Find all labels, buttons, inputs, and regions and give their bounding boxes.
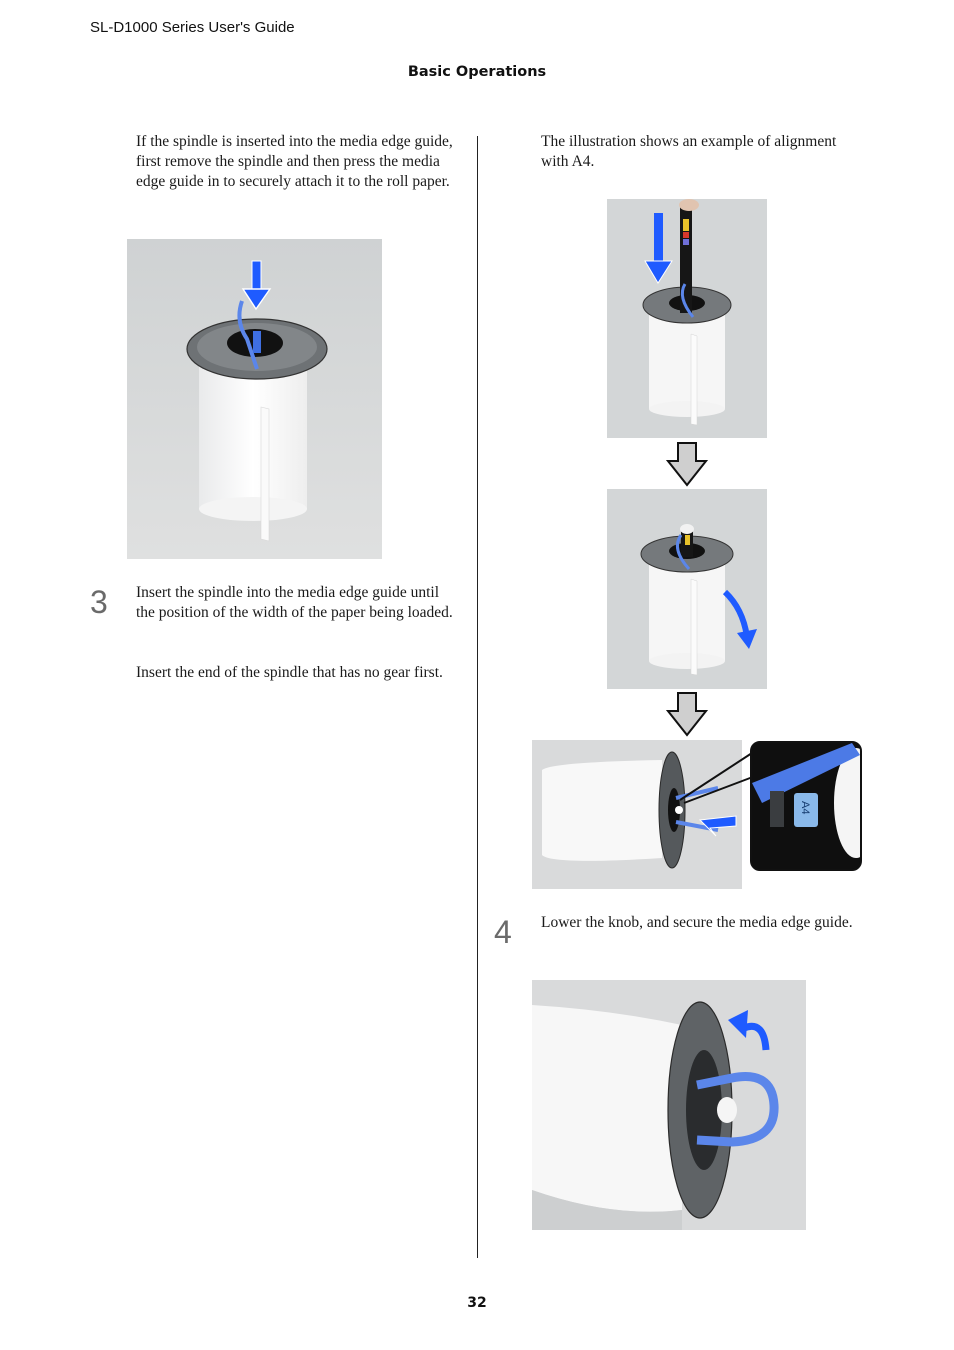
step-3-number: 3: [90, 584, 108, 620]
step-4-number: 4: [494, 914, 512, 950]
intro-paragraph-left: If the spindle is inserted into the medi…: [136, 133, 453, 190]
a4-label: A4: [799, 801, 811, 814]
a4-callout-leader: [672, 745, 762, 805]
guide-title: SL-D1000 Series User's Guide: [90, 19, 295, 36]
section-title: Basic Operations: [407, 64, 547, 80]
figure-a4-callout: A4: [750, 741, 862, 871]
figure-lower-knob: [532, 980, 806, 1230]
flow-down-arrow-icon-1: [666, 441, 708, 487]
step-3-note: Insert the end of the spindle that has n…: [136, 664, 443, 681]
step-4-text: Lower the knob, and secure the media edg…: [541, 914, 853, 931]
step-3-text: Insert the spindle into the media edge g…: [136, 584, 453, 621]
figure-rotate-roll: [607, 489, 767, 689]
column-divider: [477, 136, 478, 1258]
figure-insert-spindle: [607, 199, 767, 438]
page-number: 32: [467, 1295, 487, 1311]
intro-paragraph-right: The illustration shows an example of ali…: [541, 133, 837, 170]
figure-press-edge-guide: [127, 239, 382, 559]
figure-align-a4: [532, 740, 742, 889]
flow-down-arrow-icon-2: [666, 691, 708, 737]
